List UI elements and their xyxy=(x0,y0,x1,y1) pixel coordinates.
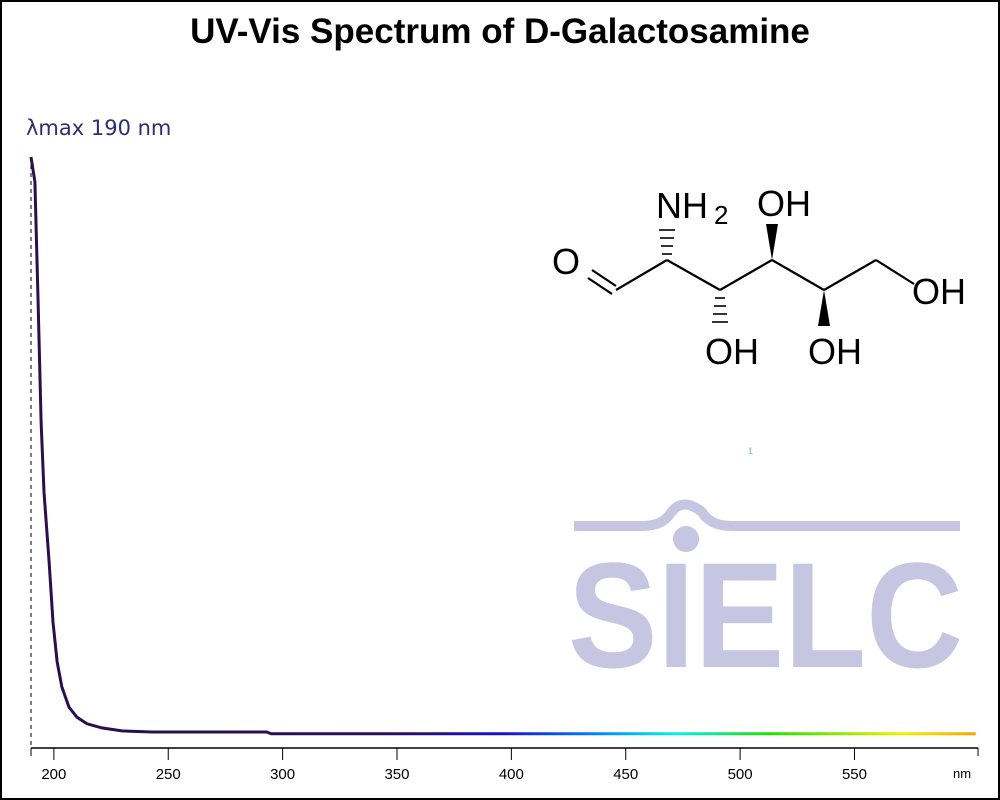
oh-label-1: OH xyxy=(757,183,811,224)
x-tick-label: 350 xyxy=(384,766,409,783)
oxygen-label: O xyxy=(552,241,580,282)
x-axis-label: nm xyxy=(953,766,971,781)
oh-label-2: OH xyxy=(705,331,759,372)
lambda-max-annotation: λmax 190 nm xyxy=(26,116,172,140)
oh-label-4: OH xyxy=(912,271,966,312)
x-tick-label: 450 xyxy=(613,766,638,783)
x-tick-label: 500 xyxy=(728,766,753,783)
nh2-subscript: 2 xyxy=(714,200,728,230)
x-tick-label: 300 xyxy=(270,766,295,783)
x-tick-label: 550 xyxy=(842,766,867,783)
svg-text:SIELC: SIELC xyxy=(568,531,963,699)
x-tick-label: 400 xyxy=(499,766,524,783)
small-note: 1 xyxy=(748,446,754,456)
chart-title: UV-Vis Spectrum of D-Galactosamine xyxy=(190,12,810,51)
series-line xyxy=(29,156,976,736)
nh2-label: NH xyxy=(656,185,708,226)
oh-label-3: OH xyxy=(808,331,862,372)
x-tick-label: 200 xyxy=(41,766,66,783)
x-tick-label: 250 xyxy=(156,766,181,783)
